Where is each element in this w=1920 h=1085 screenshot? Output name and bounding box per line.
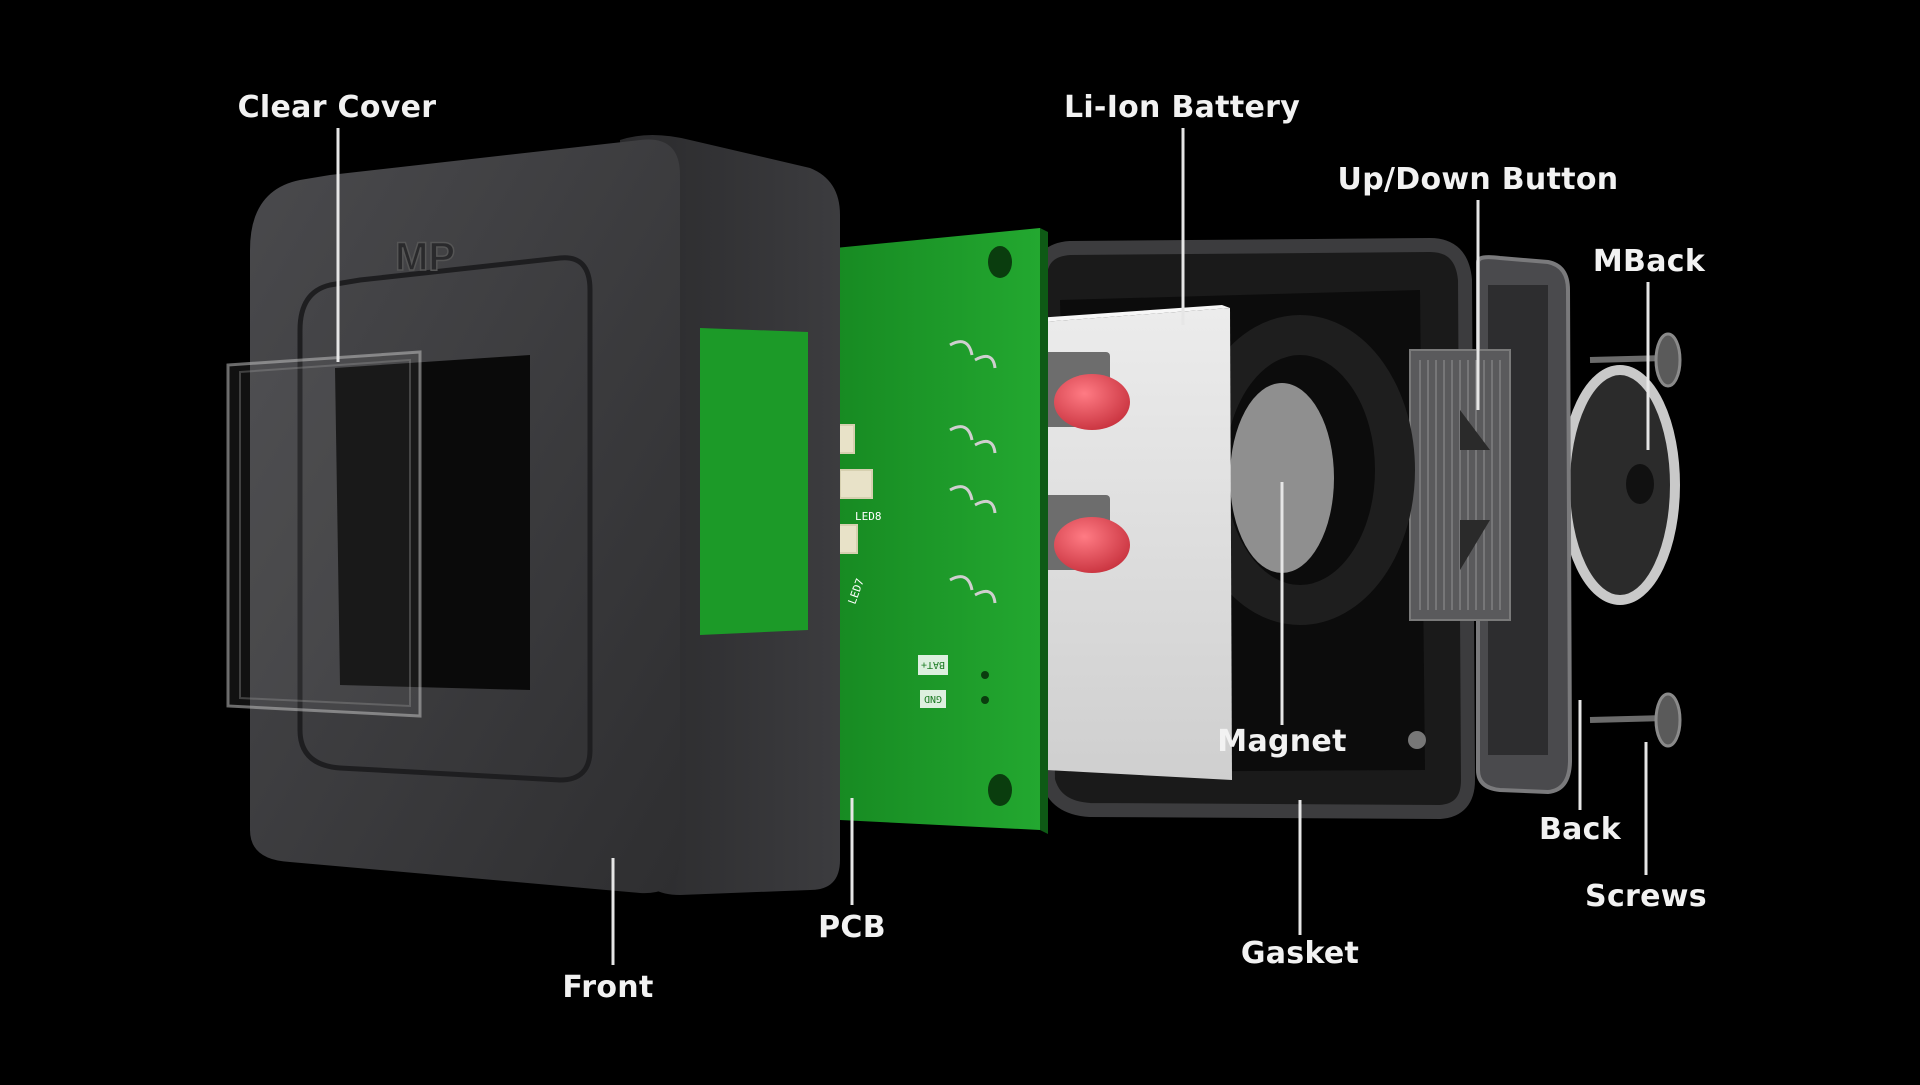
- front-part: MP: [226, 135, 840, 895]
- leader-lines: [336, 128, 1650, 965]
- gasket-label: Gasket: [1240, 936, 1360, 971]
- led-component: [839, 469, 873, 499]
- mback-label: MBack: [1592, 244, 1706, 279]
- magnet-label: Magnet: [1217, 724, 1347, 759]
- magnet-part: [1230, 383, 1334, 573]
- pcb-gnd-text: GND: [924, 693, 942, 704]
- screws-part: [1589, 332, 1682, 748]
- battery-part: [1036, 305, 1232, 780]
- screws-label: Screws: [1585, 879, 1707, 914]
- back-label: Back: [1538, 812, 1622, 847]
- up-down-button-label: Up/Down Button: [1337, 162, 1619, 197]
- pcb-batplus-text: BAT+: [921, 659, 945, 670]
- pcb-led8-text: LED8: [855, 510, 882, 523]
- mp-logo: MP: [395, 235, 455, 279]
- mback-part: [1560, 365, 1680, 605]
- clear-cover-label: Clear Cover: [237, 90, 437, 125]
- pcb-label: PCB: [818, 910, 886, 945]
- front-label: Front: [562, 970, 654, 1005]
- clear-cover-part: [226, 350, 422, 718]
- pcb-part: LED8 LED7 BAT+ GND: [794, 228, 1048, 834]
- li-ion-battery-label: Li-Ion Battery: [1063, 90, 1301, 125]
